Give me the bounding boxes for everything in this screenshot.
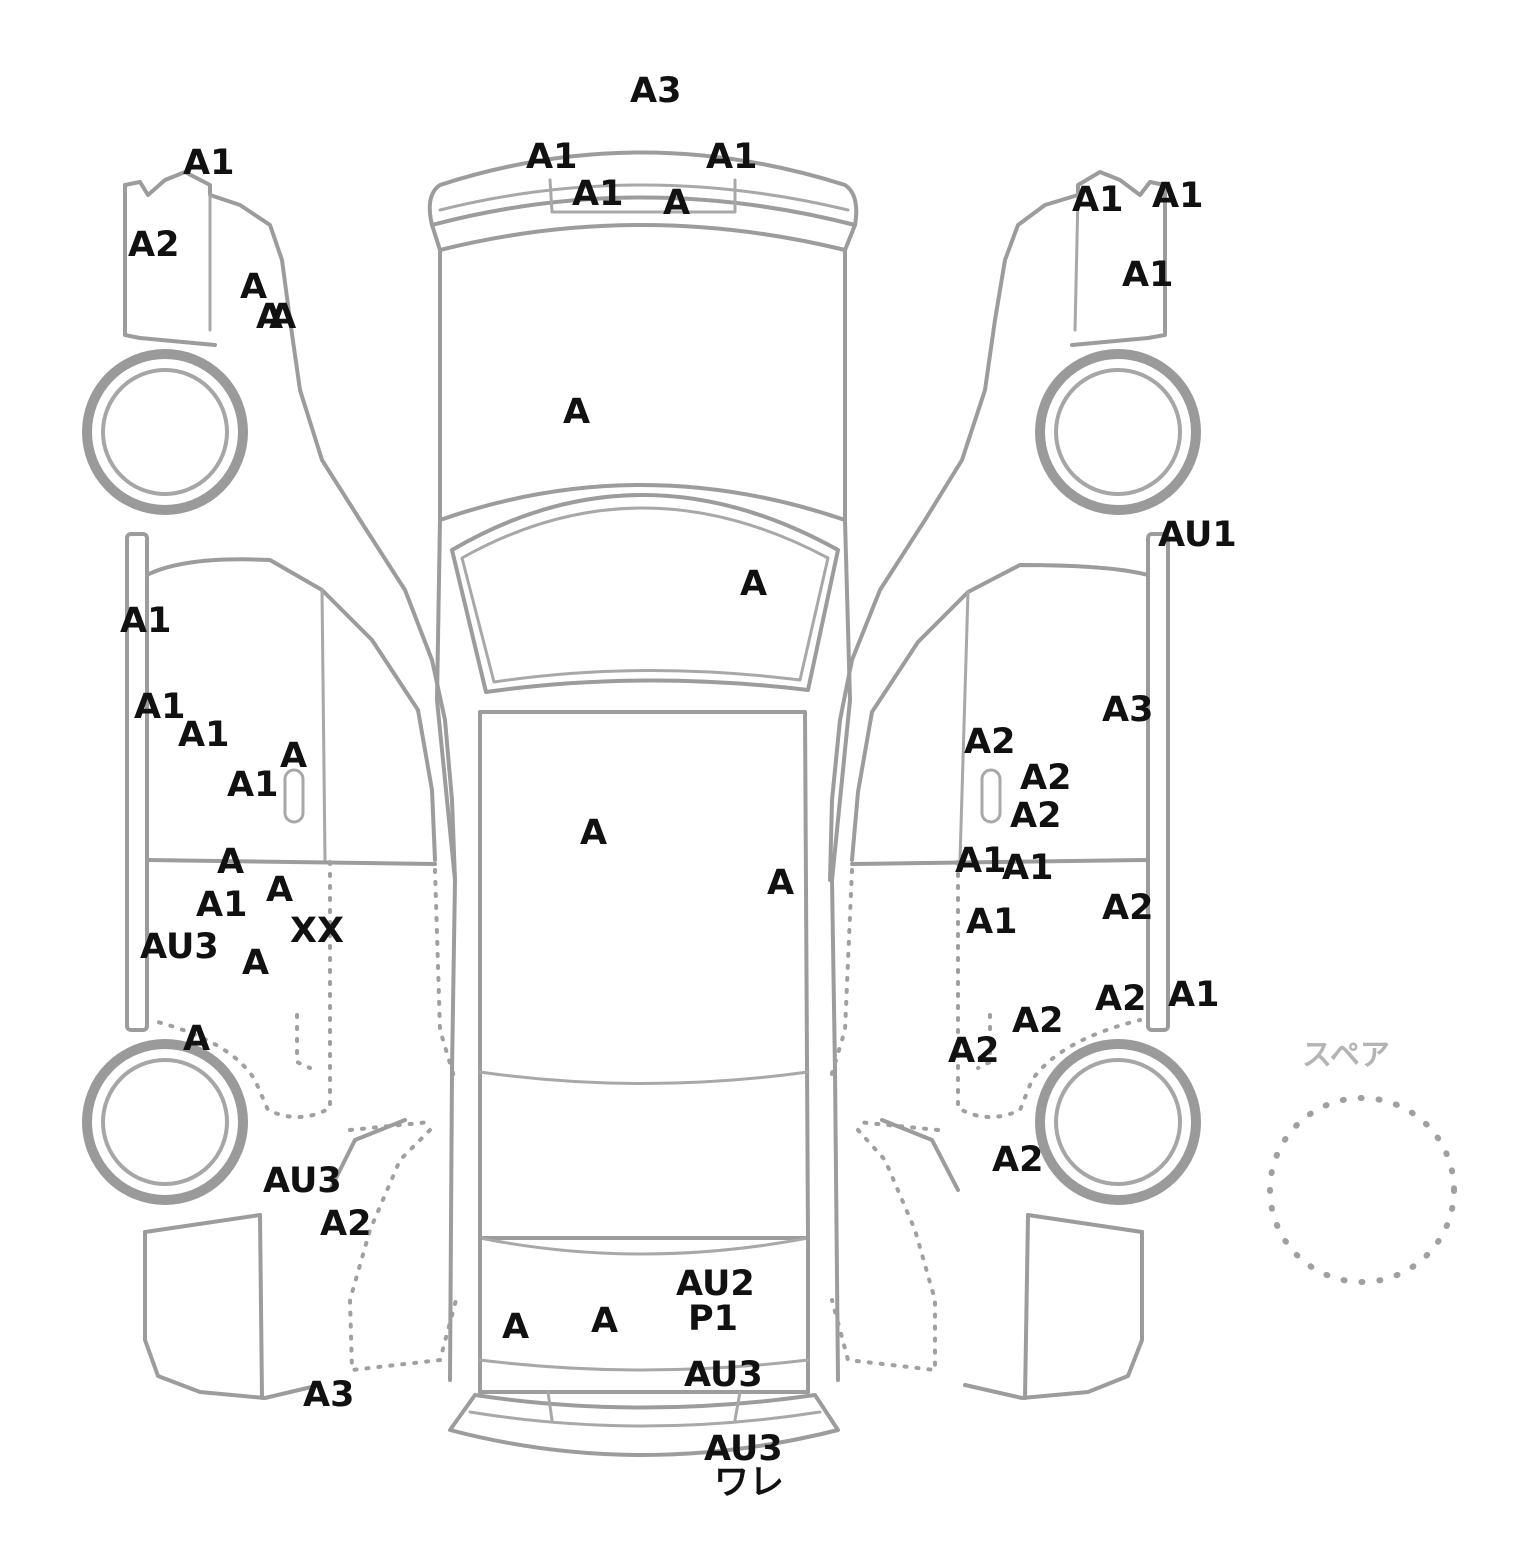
damage-mark: A1: [134, 687, 186, 727]
damage-mark: AU1: [1158, 515, 1237, 555]
damage-mark: A1: [572, 174, 624, 214]
damage-mark: AU3: [140, 927, 219, 967]
damage-mark: A: [740, 564, 768, 604]
damage-mark: A: [217, 842, 245, 882]
damage-mark: A2: [1020, 758, 1072, 798]
damage-mark: A: [502, 1307, 530, 1347]
damage-mark: A1: [183, 143, 235, 183]
damage-mark: AU3: [704, 1429, 783, 1469]
damage-mark: A1: [120, 601, 172, 641]
damage-mark: AA: [256, 297, 296, 337]
damage-mark: AU3: [684, 1355, 763, 1395]
damage-mark: A1: [1152, 176, 1204, 216]
damage-mark: A2: [992, 1140, 1044, 1180]
left-side-view: [82, 170, 458, 1400]
damage-mark: A: [242, 943, 270, 983]
damage-mark: A2: [1095, 979, 1147, 1019]
damage-mark: A2: [320, 1204, 372, 1244]
spare-tire-icon: [1267, 1095, 1457, 1285]
damage-mark: P1: [688, 1299, 739, 1339]
damage-mark: A2: [948, 1031, 1000, 1071]
damage-mark: A3: [1102, 690, 1154, 730]
damage-mark: A1: [1002, 848, 1054, 888]
damage-mark: A: [280, 736, 308, 776]
damage-mark: A: [580, 813, 608, 853]
damage-mark: XX: [290, 911, 344, 951]
damage-mark: A: [266, 870, 294, 910]
damage-mark: A: [767, 863, 795, 903]
damage-mark: A1: [526, 137, 578, 177]
damage-mark: ワレ: [714, 1463, 785, 1503]
damage-mark: A1: [966, 902, 1018, 942]
damage-mark: A: [663, 183, 691, 223]
damage-mark: A2: [964, 722, 1016, 762]
damage-mark: A: [183, 1019, 211, 1059]
damage-mark: A1: [1122, 255, 1174, 295]
damage-mark: A2: [1012, 1001, 1064, 1041]
damage-mark: A1: [1168, 975, 1220, 1015]
damage-mark: A: [240, 267, 268, 307]
damage-mark: A2: [128, 225, 180, 265]
top-view: [427, 150, 859, 1457]
damage-mark: A3: [630, 71, 682, 111]
damage-mark: A1: [178, 715, 230, 755]
damage-mark: A1: [955, 841, 1007, 881]
damage-mark: A2: [1010, 796, 1062, 836]
damage-mark: A: [591, 1301, 619, 1341]
spare-tire: スペア: [1267, 1038, 1457, 1285]
damage-mark: A1: [196, 885, 248, 925]
damage-mark: AU3: [263, 1161, 342, 1201]
damage-mark: A1: [706, 137, 758, 177]
damage-mark: A2: [1102, 888, 1154, 928]
spare-label: スペア: [1302, 1038, 1390, 1073]
right-side-view: [828, 170, 1201, 1400]
damage-mark: A: [563, 392, 591, 432]
damage-mark: A3: [303, 1375, 355, 1415]
damage-mark: AU2: [676, 1264, 755, 1304]
damage-mark: A1: [1072, 180, 1124, 220]
damage-mark: A1: [227, 765, 279, 805]
